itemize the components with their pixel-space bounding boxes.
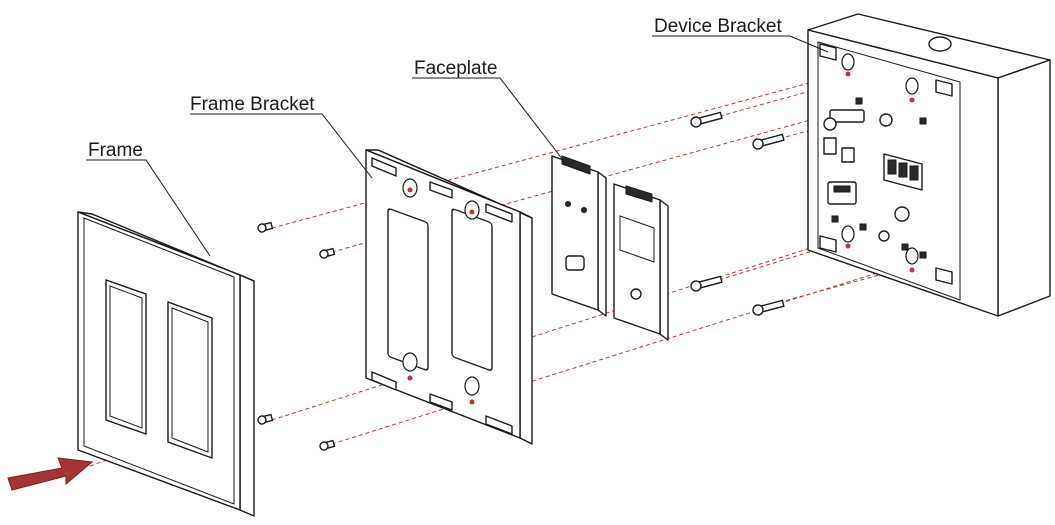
frame-bracket (365, 149, 533, 445)
frame-opening-right (167, 301, 213, 459)
faceplate-right (613, 183, 669, 341)
screw-icon (257, 221, 336, 451)
screw-icon (690, 111, 785, 316)
device-bracket-label: Device Bracket (654, 16, 782, 37)
frame-label: Frame (88, 140, 143, 161)
digit-display (883, 153, 923, 191)
faceplate-left (551, 155, 607, 317)
callout-leaders (86, 35, 829, 257)
frame-bracket-label: Frame Bracket (190, 94, 315, 115)
insert-arrow-icon (7, 457, 94, 491)
frame-opening-left (105, 279, 147, 435)
faceplate-label: Faceplate (414, 58, 497, 79)
frame (77, 211, 255, 517)
device-bracket (807, 13, 1051, 317)
